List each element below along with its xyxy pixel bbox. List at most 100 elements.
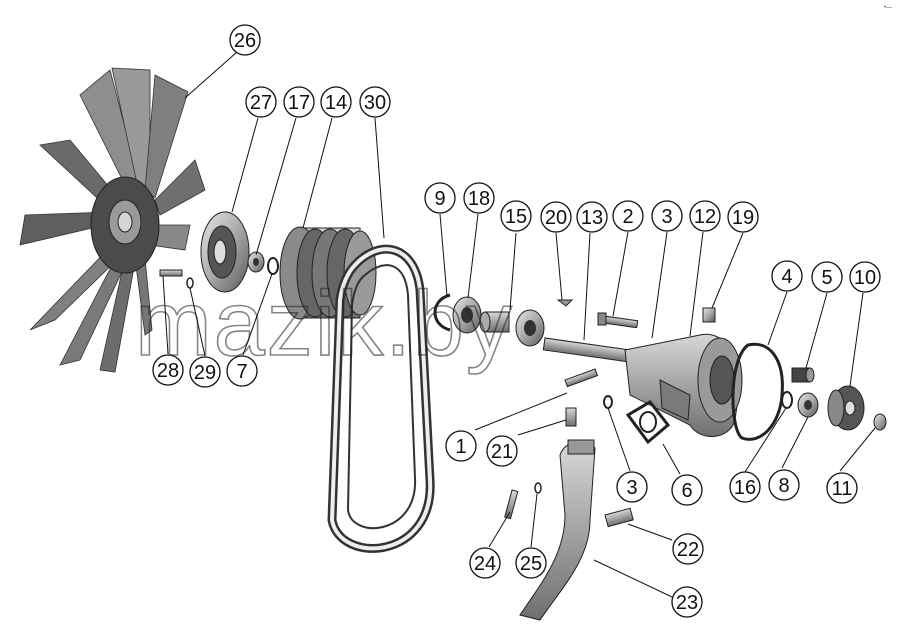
callout-circle xyxy=(671,474,703,506)
fan-hub xyxy=(90,176,160,274)
callout-circle xyxy=(283,86,315,118)
callout-circle xyxy=(320,86,352,118)
pump-shaft xyxy=(542,337,635,363)
callout-30: 30 xyxy=(359,86,391,118)
callout-3: 3 xyxy=(616,471,648,503)
callout-20: 20 xyxy=(540,201,572,233)
callout-circle xyxy=(811,261,843,293)
fan-bolt xyxy=(159,269,183,277)
callout-26: 26 xyxy=(229,24,261,56)
pump-housing xyxy=(624,333,743,437)
callout-number: 14 xyxy=(325,92,347,114)
callout-circle xyxy=(486,435,518,467)
callout-29: 29 xyxy=(189,356,221,388)
callout-25: 25 xyxy=(515,547,547,579)
hose-fitting xyxy=(604,507,634,528)
impeller-bushing xyxy=(797,392,819,418)
callout-number: 5 xyxy=(821,267,832,289)
callout-circle xyxy=(849,261,881,293)
callout-5: 5 xyxy=(811,261,843,293)
callout-circle xyxy=(226,355,258,387)
callout-circle xyxy=(152,354,184,386)
callout-4: 4 xyxy=(771,260,803,292)
drain-plug xyxy=(702,307,716,323)
housing-gasket xyxy=(731,342,784,441)
callout-2: 2 xyxy=(612,200,644,232)
impeller-nut xyxy=(873,413,887,431)
callout-number: 10 xyxy=(854,267,876,289)
callout-number: 27 xyxy=(250,92,272,114)
callout-9: 9 xyxy=(424,182,456,214)
callout-circle xyxy=(689,200,721,232)
callout-1: 1 xyxy=(445,430,477,462)
callout-19: 19 xyxy=(727,201,759,233)
pulley-flange xyxy=(200,211,250,293)
callout-28: 28 xyxy=(152,354,184,386)
callout-circle xyxy=(616,471,648,503)
callout-circle xyxy=(540,201,572,233)
callout-3: 3 xyxy=(651,200,683,232)
flange-gasket xyxy=(625,400,671,445)
mounting-bolt xyxy=(564,368,599,388)
leader-lines xyxy=(162,51,876,598)
pipe-washer xyxy=(534,482,542,494)
callout-17: 17 xyxy=(283,86,315,118)
callout-circle xyxy=(771,260,803,292)
hub-nut xyxy=(247,251,265,273)
v-belt xyxy=(327,244,435,553)
callout-circle xyxy=(672,533,704,565)
lock-washer xyxy=(603,395,613,409)
callout-8: 8 xyxy=(768,469,800,501)
callout-number: 18 xyxy=(468,188,490,210)
callout-10: 10 xyxy=(849,261,881,293)
callout-number: 26 xyxy=(234,30,256,52)
callout-12: 12 xyxy=(689,200,721,232)
callout-circle xyxy=(463,182,495,214)
inlet-pipe xyxy=(519,439,596,621)
callout-number: 21 xyxy=(491,441,513,463)
callout-11: 11 xyxy=(826,472,858,504)
callout-number: 12 xyxy=(694,206,716,228)
watermark-text: mazik.by xyxy=(135,273,514,375)
callout-number: 23 xyxy=(676,592,698,614)
callout-circle xyxy=(424,182,456,214)
callout-circle xyxy=(576,201,608,233)
callout-number: 28 xyxy=(157,360,179,382)
callout-number: 30 xyxy=(364,92,386,114)
callout-27: 27 xyxy=(245,86,277,118)
seal-ring xyxy=(781,391,793,409)
callout-circle xyxy=(189,356,221,388)
spacer-sleeve xyxy=(479,311,510,333)
bearing-rear xyxy=(515,309,545,347)
callout-24: 24 xyxy=(469,547,501,579)
callout-number: 16 xyxy=(734,477,756,499)
callout-number: 9 xyxy=(434,188,445,210)
fan-blades xyxy=(19,67,206,373)
callout-circle xyxy=(359,86,391,118)
callout-circle xyxy=(245,86,277,118)
callout-22: 22 xyxy=(672,533,704,565)
callout-number: 20 xyxy=(545,207,567,229)
callout-circle xyxy=(229,24,261,56)
callout-number: 11 xyxy=(832,478,853,500)
callout-number: 2 xyxy=(622,206,633,228)
callout-circle xyxy=(651,200,683,232)
callout-number: 13 xyxy=(581,207,603,229)
callout-circle xyxy=(612,200,644,232)
callout-7: 7 xyxy=(226,355,258,387)
callout-number: 29 xyxy=(194,362,216,384)
callout-number: 3 xyxy=(661,206,672,228)
callout-18: 18 xyxy=(463,182,495,214)
callout-number: 24 xyxy=(474,553,496,575)
washer xyxy=(267,257,279,275)
housing-bolt xyxy=(597,312,639,329)
callout-circle xyxy=(469,547,501,579)
callout-number: 22 xyxy=(677,539,699,561)
callout-6: 6 xyxy=(671,474,703,506)
callout-number: 4 xyxy=(781,266,792,288)
callout-number: 6 xyxy=(681,480,692,502)
callout-23: 23 xyxy=(671,586,703,618)
corner-mark: •— xyxy=(884,5,892,11)
callout-number: 8 xyxy=(778,475,789,497)
